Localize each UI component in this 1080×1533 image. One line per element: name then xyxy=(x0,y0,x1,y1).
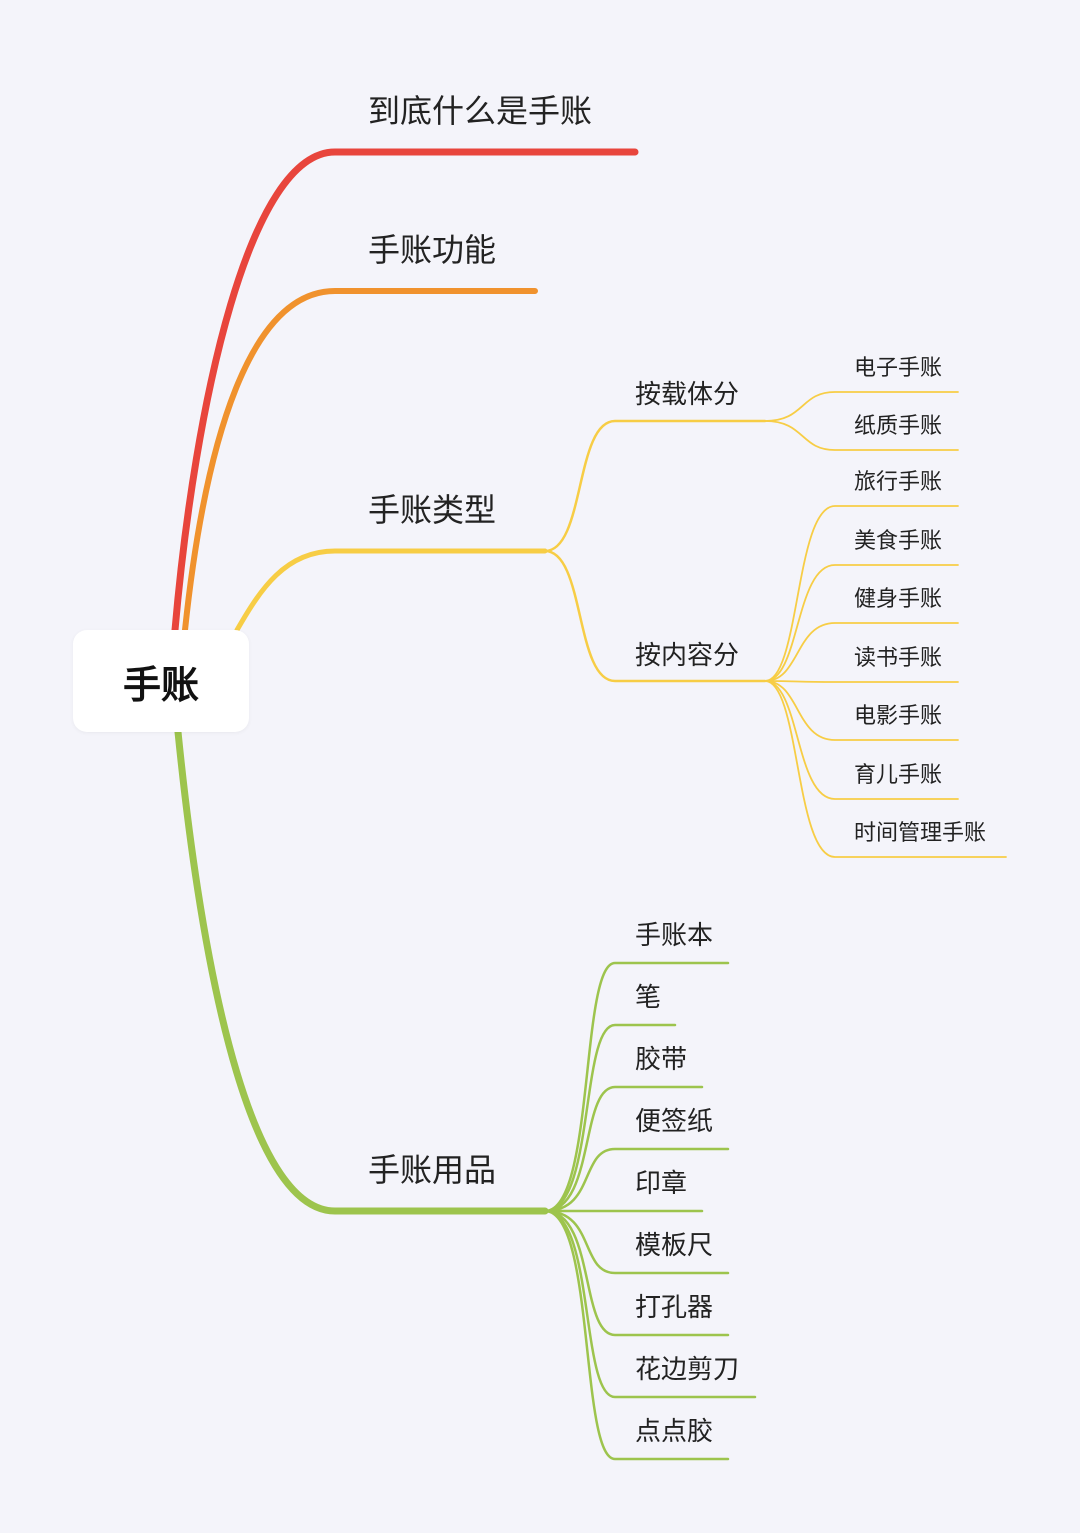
leaf-line-content-6 xyxy=(764,680,1007,858)
leaf-line-content-2 xyxy=(764,622,959,682)
leaf-line-supply-0 xyxy=(543,961,730,1213)
leaf-line-supply-3 xyxy=(543,1147,730,1213)
leaf-medium-0[interactable]: 电子手账 xyxy=(854,356,943,381)
leaf-content-5[interactable]: 育儿手账 xyxy=(854,763,943,788)
leaf-supply-4[interactable]: 印章 xyxy=(635,1169,688,1199)
leaf-medium-1[interactable]: 纸质手账 xyxy=(854,414,943,439)
leaf-supply-3[interactable]: 便签纸 xyxy=(635,1107,714,1137)
branch-supplies-line xyxy=(174,728,549,1215)
branch-supplies-label[interactable]: 手账用品 xyxy=(368,1151,497,1189)
leaf-line-content-0 xyxy=(764,505,959,682)
leaf-content-3[interactable]: 读书手账 xyxy=(854,646,943,671)
leaf-content-6[interactable]: 时间管理手账 xyxy=(854,821,987,846)
leaf-line-medium-1 xyxy=(764,420,959,451)
leaf-supply-6[interactable]: 打孔器 xyxy=(635,1293,714,1323)
branch-what-is-line xyxy=(171,148,639,634)
branch-functions-label[interactable]: 手账功能 xyxy=(368,231,497,269)
branch-types-label[interactable]: 手账类型 xyxy=(368,491,497,529)
leaf-line-content-4 xyxy=(764,680,959,741)
leaf-supply-7[interactable]: 花边剪刀 xyxy=(635,1355,740,1385)
leaf-supply-2[interactable]: 胶带 xyxy=(635,1045,688,1075)
leaf-line-content-3 xyxy=(764,680,959,683)
leaf-line-supply-5 xyxy=(543,1209,730,1275)
sub-by-content-line xyxy=(543,549,767,683)
connector-lines xyxy=(171,148,1007,1461)
sub-by-medium-line xyxy=(543,419,767,553)
branch-types-line xyxy=(234,548,548,633)
leaf-line-supply-7 xyxy=(543,1209,757,1399)
leaf-line-content-5 xyxy=(764,680,959,800)
leaf-line-supply-6 xyxy=(543,1209,730,1337)
sub-by-content-label[interactable]: 按内容分 xyxy=(635,641,740,671)
branch-what-is-label[interactable]: 到底什么是手账 xyxy=(368,92,593,130)
leaf-supply-8[interactable]: 点点胶 xyxy=(635,1417,714,1447)
leaf-supply-0[interactable]: 手账本 xyxy=(635,921,714,951)
leaf-content-4[interactable]: 电影手账 xyxy=(854,704,943,729)
leaf-line-medium-0 xyxy=(764,391,959,422)
leaf-line-content-1 xyxy=(764,564,959,682)
leaf-line-supply-8 xyxy=(543,1209,730,1461)
sub-by-medium-label[interactable]: 按载体分 xyxy=(635,380,740,410)
leaf-line-supply-2 xyxy=(543,1085,704,1213)
leaf-supply-1[interactable]: 笔 xyxy=(635,983,662,1013)
leaf-supply-5[interactable]: 模板尺 xyxy=(635,1231,714,1261)
leaf-content-1[interactable]: 美食手账 xyxy=(854,529,943,554)
leaf-line-supply-1 xyxy=(543,1023,677,1213)
leaf-content-0[interactable]: 旅行手账 xyxy=(854,470,943,495)
branch-functions-line xyxy=(182,288,538,633)
leaf-content-2[interactable]: 健身手账 xyxy=(854,587,943,612)
root-node[interactable]: 手账 xyxy=(73,630,249,732)
root-label: 手账 xyxy=(122,662,199,707)
